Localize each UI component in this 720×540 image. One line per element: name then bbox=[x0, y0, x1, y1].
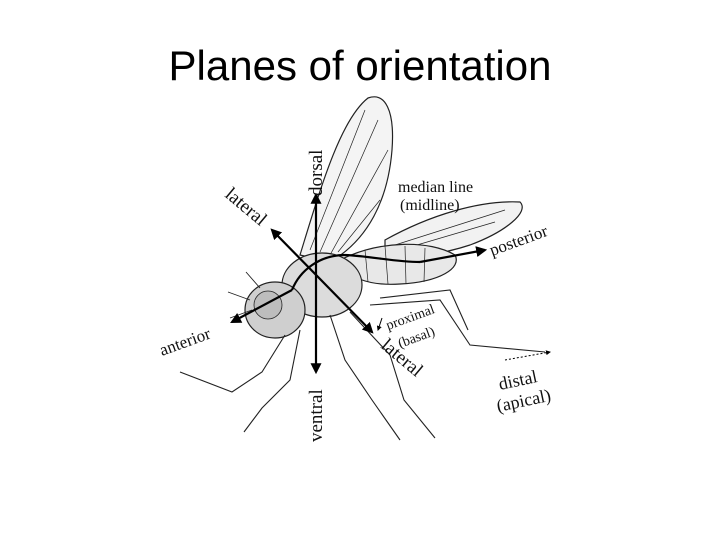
label-anterior: anterior bbox=[157, 324, 213, 360]
label-median-line: median line bbox=[398, 179, 473, 196]
distal-arrow bbox=[504, 350, 551, 361]
leg-front-2 bbox=[243, 329, 301, 433]
label-midline: (midline) bbox=[400, 197, 460, 214]
midline-curve bbox=[290, 253, 421, 291]
proximal-arrow bbox=[376, 317, 383, 331]
slide-title: Planes of orientation bbox=[168, 42, 552, 89]
leg-middle bbox=[329, 314, 401, 441]
leg-hind bbox=[369, 299, 546, 353]
posterior-arrow bbox=[419, 246, 488, 264]
leg-front bbox=[179, 334, 286, 393]
label-ventral: ventral bbox=[306, 389, 327, 442]
label-dorsal: dorsal bbox=[306, 150, 327, 196]
lateral-arrow bbox=[270, 228, 374, 334]
leg-hind-2 bbox=[379, 289, 469, 331]
label-lateral-upper: lateral bbox=[221, 184, 271, 231]
fly-illustration bbox=[179, 96, 546, 441]
wing bbox=[299, 96, 394, 263]
orientation-arrows bbox=[230, 192, 551, 375]
anterior-arrow bbox=[230, 289, 293, 324]
